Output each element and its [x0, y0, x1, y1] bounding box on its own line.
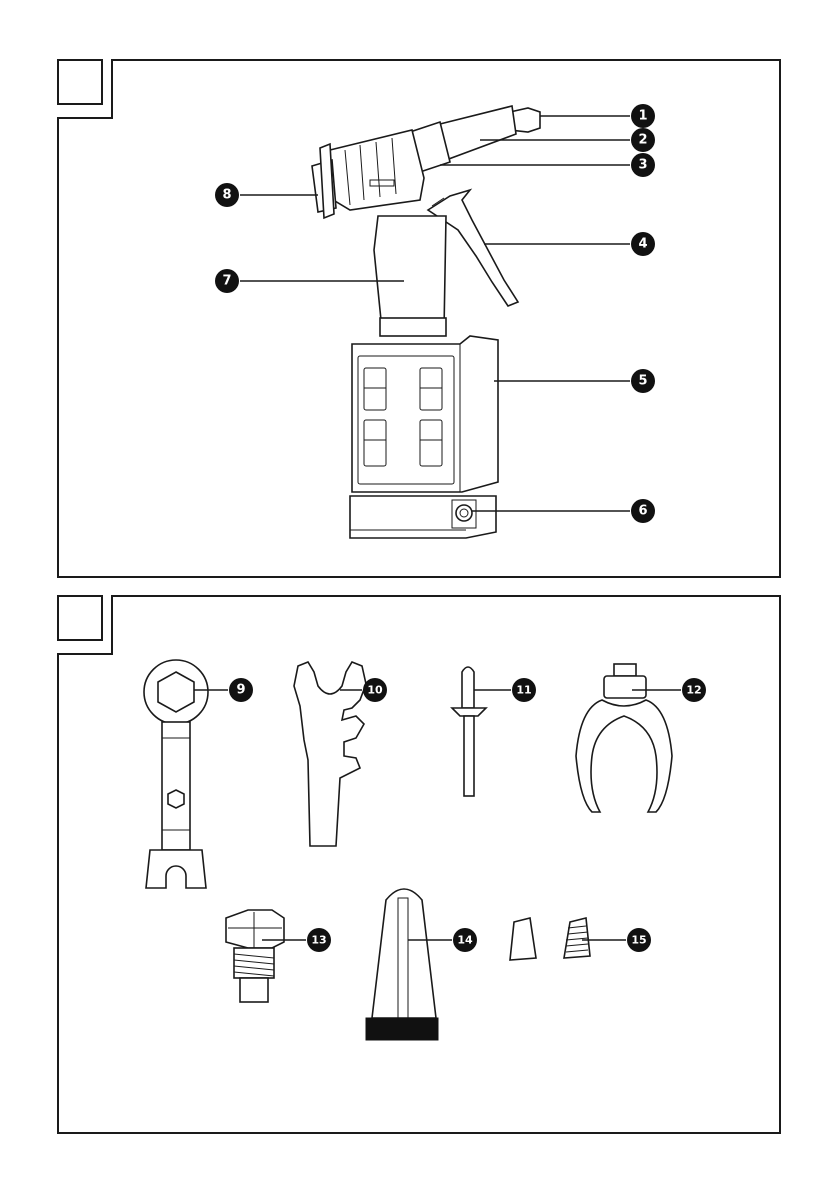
jaw-pusher-right — [564, 918, 590, 958]
svg-text:11: 11 — [516, 684, 531, 697]
callout-4: 4 — [631, 232, 655, 256]
callout-15: 15 — [627, 928, 651, 952]
figure-2-number-box — [58, 596, 102, 640]
svg-text:7: 7 — [222, 274, 231, 289]
blind-rivet — [452, 667, 486, 796]
callout-10: 10 — [363, 678, 387, 702]
base — [350, 496, 496, 538]
figure-1-number-box — [58, 60, 102, 104]
air-inlet-fitting — [456, 505, 472, 521]
jaw-set — [576, 664, 672, 812]
svg-text:2: 2 — [638, 133, 647, 148]
combination-wrench — [144, 660, 208, 888]
callout-12: 12 — [682, 678, 706, 702]
callout-3: 3 — [631, 153, 655, 177]
svg-text:9: 9 — [236, 683, 245, 698]
svg-text:3: 3 — [638, 158, 647, 173]
callout-7: 7 — [215, 269, 239, 293]
svg-text:12: 12 — [686, 684, 701, 697]
callout-13: 13 — [307, 928, 331, 952]
svg-text:10: 10 — [367, 684, 383, 697]
svg-text:8: 8 — [222, 188, 231, 203]
svg-text:13: 13 — [311, 934, 326, 947]
jaw-pusher-left — [510, 918, 536, 960]
svg-text:14: 14 — [457, 934, 473, 947]
front-cylinder — [440, 106, 516, 160]
callout-2: 2 — [631, 128, 655, 152]
svg-text:4: 4 — [638, 237, 647, 252]
svg-text:5: 5 — [638, 374, 647, 389]
svg-text:1: 1 — [638, 109, 647, 124]
callout-5: 5 — [631, 369, 655, 393]
callout-8: 8 — [215, 183, 239, 207]
nose-housing — [366, 889, 438, 1040]
reservoir-housing — [352, 336, 498, 492]
figure-2-leaders — [194, 690, 681, 940]
rivet-gun-drawing — [312, 106, 540, 538]
grip — [374, 216, 446, 330]
svg-text:6: 6 — [638, 504, 647, 519]
callout-6: 6 — [631, 499, 655, 523]
callout-14: 14 — [453, 928, 477, 952]
tool-head — [330, 130, 424, 210]
callout-1: 1 — [631, 104, 655, 128]
callout-11: 11 — [512, 678, 536, 702]
callout-9: 9 — [229, 678, 253, 702]
svg-text:15: 15 — [631, 934, 646, 947]
adaptor-nut — [226, 910, 284, 1002]
